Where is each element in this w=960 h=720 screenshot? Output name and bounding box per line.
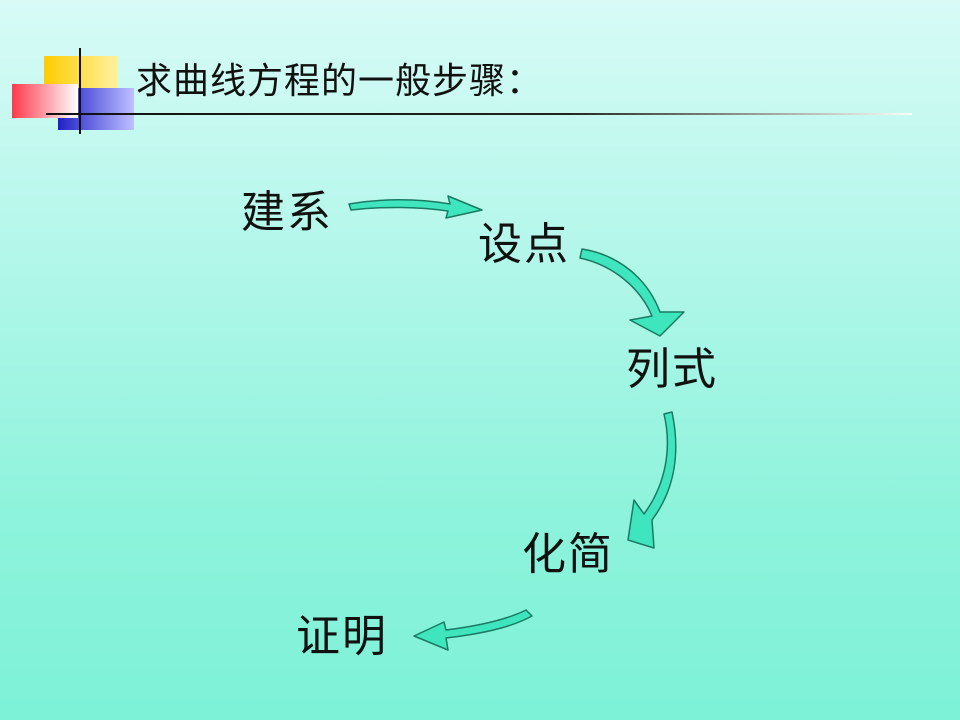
deco-red-square <box>12 84 78 118</box>
arrow-3 <box>627 411 677 549</box>
step-simplify: 化简 <box>522 529 614 580</box>
page-title: 求曲线方程的一般步骤： <box>136 61 544 102</box>
arrow-1 <box>348 195 483 219</box>
title-decoration <box>12 48 134 134</box>
arrow-2 <box>579 248 685 337</box>
title-underline <box>46 113 912 115</box>
arrow-4 <box>413 609 533 651</box>
step-write-equation: 列式 <box>626 344 718 395</box>
step-set-point: 设点 <box>478 219 570 270</box>
step-prove: 证明 <box>296 611 388 662</box>
step-establish-coordinates: 建系 <box>241 187 333 238</box>
